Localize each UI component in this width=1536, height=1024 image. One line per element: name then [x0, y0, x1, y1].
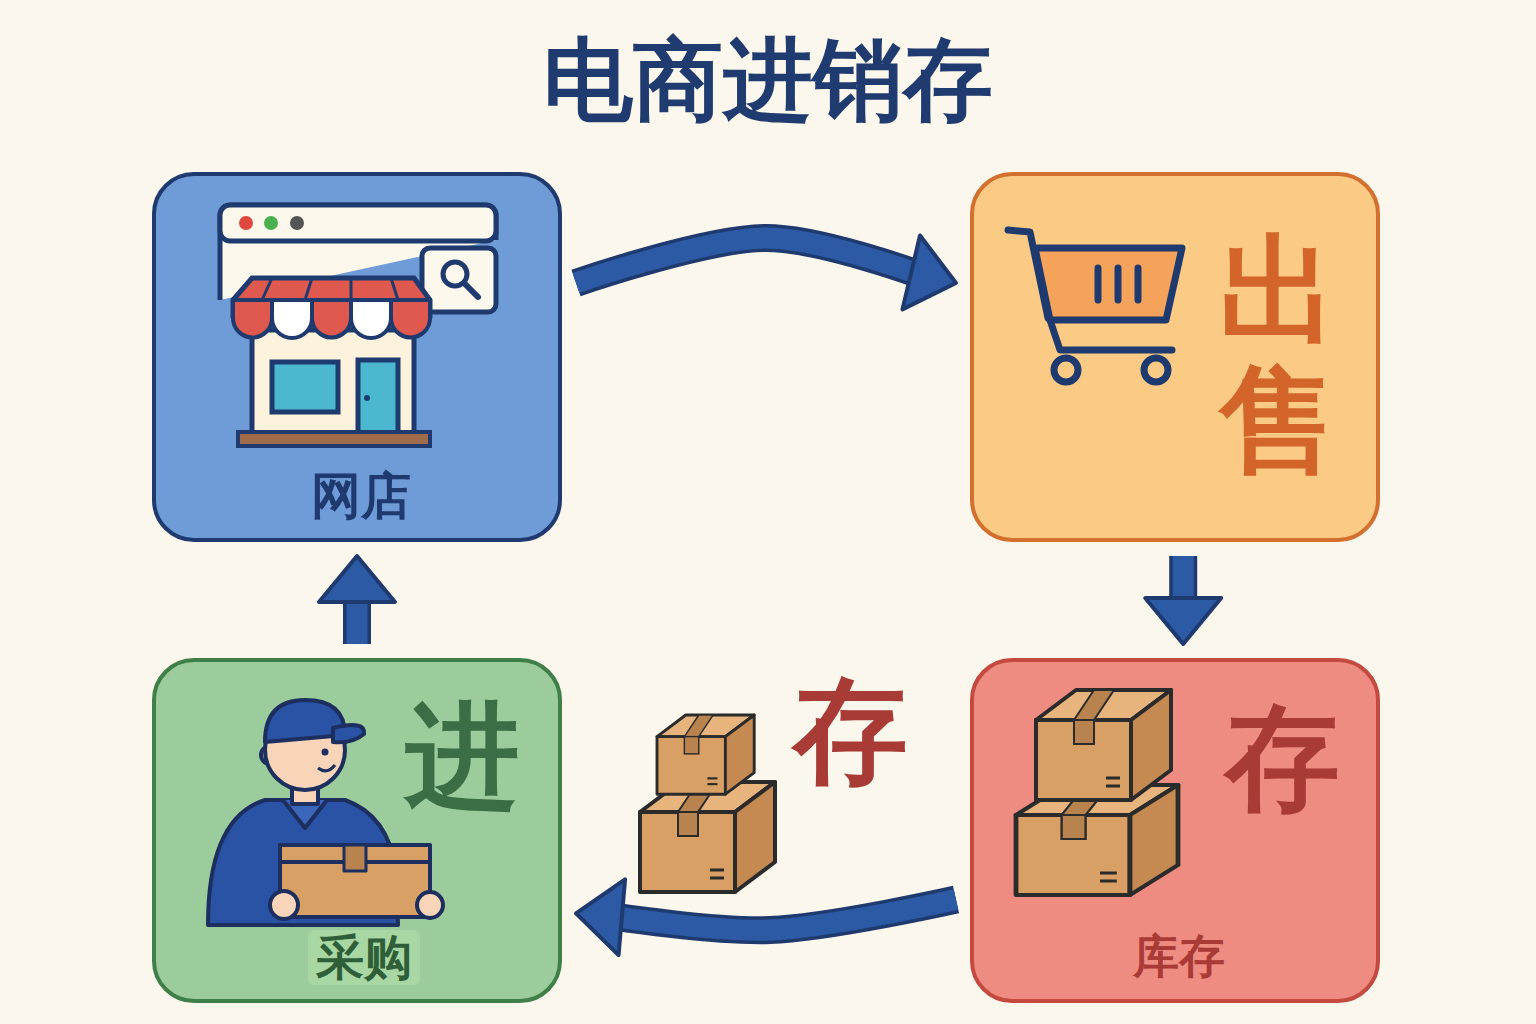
- purchaser-illustration: [208, 700, 443, 925]
- process-box: 进采购: [152, 658, 562, 1003]
- process-box: 网店: [152, 172, 562, 542]
- flow-arrow: [1145, 556, 1221, 644]
- flow-arrow: [576, 879, 956, 955]
- stock-boxes: [1016, 690, 1178, 895]
- arrow-outline: [576, 238, 918, 283]
- arrow-head: [902, 235, 956, 309]
- process-box: 存库存: [970, 658, 1380, 1003]
- box-caption: 采购: [308, 930, 420, 985]
- cart-illustration: [1008, 230, 1182, 382]
- arrow-head: [1145, 598, 1221, 644]
- box-label: 进: [405, 690, 520, 822]
- arrow-head: [319, 556, 395, 602]
- box-label: 存: [1225, 692, 1340, 824]
- flow-arrow: [319, 556, 395, 644]
- diagram-title: 电商进销存: [543, 28, 993, 132]
- arrow-outline: [1169, 556, 1197, 605]
- arrow-shaft: [347, 595, 368, 644]
- arrow-outline: [615, 900, 956, 931]
- shop-illustration: [220, 205, 496, 446]
- arrow-outline: [343, 595, 371, 644]
- arrow-shaft: [576, 238, 918, 283]
- flow-arrow: [576, 235, 956, 309]
- moving-boxes: [640, 715, 775, 892]
- box-caption: 库存: [1133, 930, 1225, 983]
- arrow-head: [576, 879, 625, 955]
- process-box: 出售: [970, 172, 1380, 542]
- edge-label: 存: [793, 665, 908, 797]
- arrow-shaft: [1173, 556, 1194, 605]
- box-label: 网店: [311, 468, 411, 526]
- box-label: 出售: [1219, 226, 1337, 486]
- arrow-shaft: [615, 900, 956, 931]
